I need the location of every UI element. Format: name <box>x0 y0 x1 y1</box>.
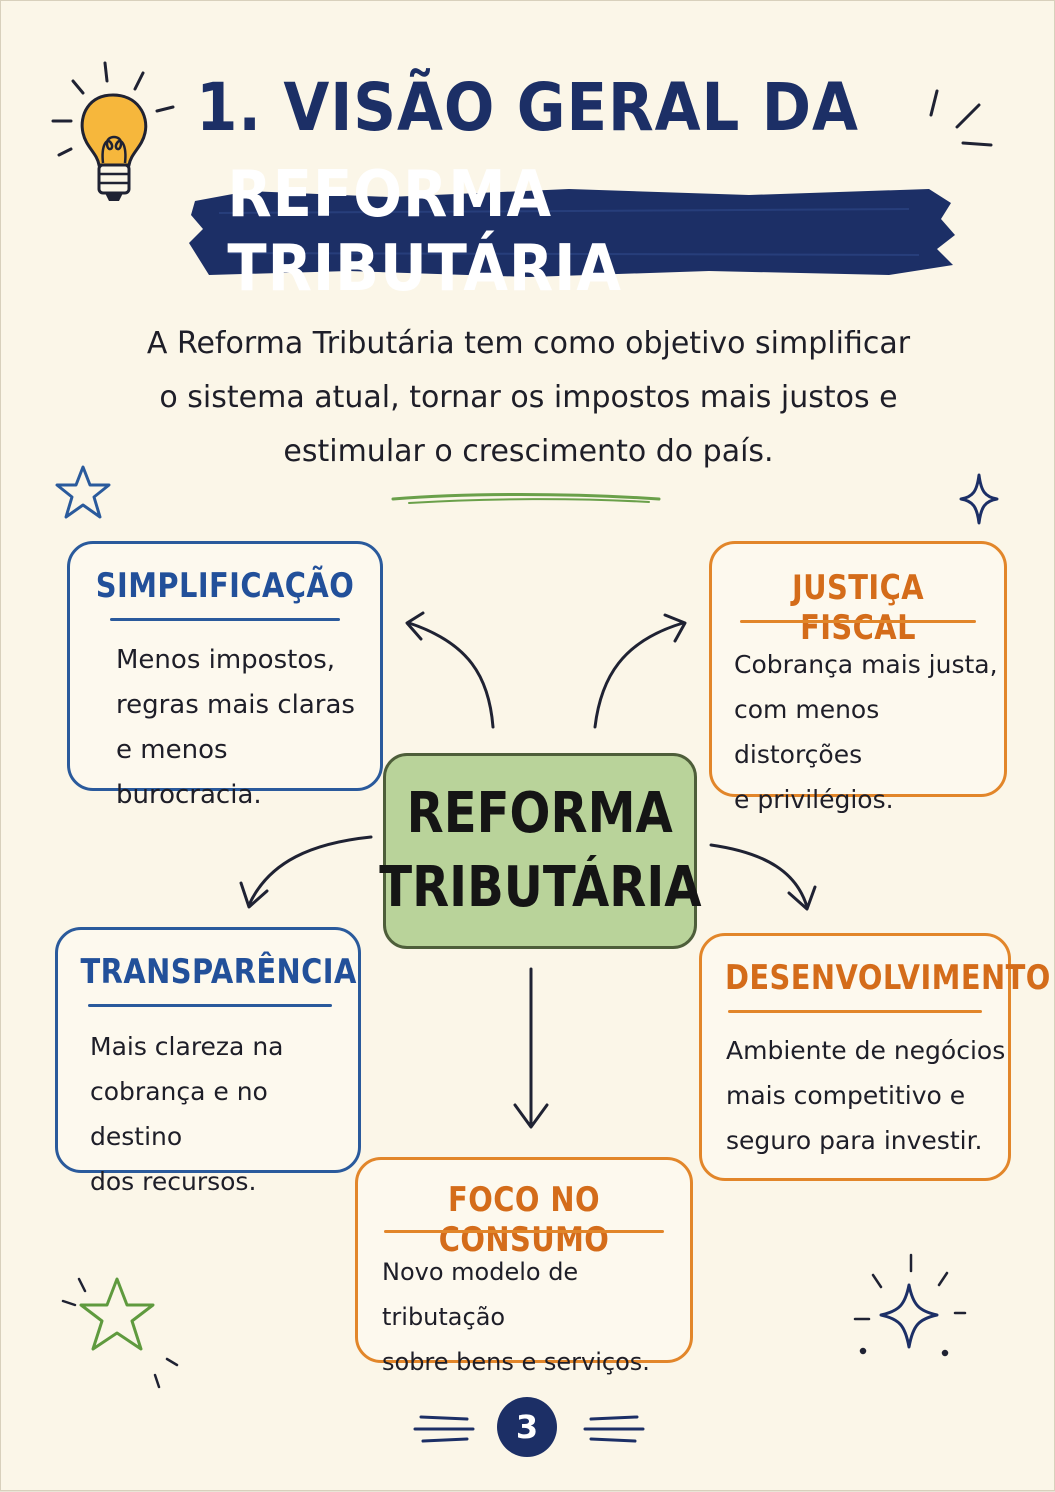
card-divider <box>384 1230 664 1233</box>
card-justica-fiscal: JUSTIÇA FISCAL Cobrança mais justa, com … <box>709 541 1007 814</box>
card-simplificacao: SIMPLIFICAÇÃO Menos impostos, regras mai… <box>67 541 383 810</box>
arrow-icon <box>407 621 495 729</box>
arrow-icon <box>663 613 687 643</box>
card-line: cobrança e no destino <box>90 1077 268 1151</box>
card-divider <box>740 620 976 623</box>
card-line: Ambiente de negócios <box>726 1036 1006 1065</box>
intro-line: estimular o crescimento do país. <box>283 434 774 469</box>
arrow-icon <box>709 843 809 909</box>
card-transparencia: TRANSPARÊNCIA Mais clareza na cobrança e… <box>55 927 361 1196</box>
card-line: Cobrança mais justa, <box>734 650 998 679</box>
page-number-decoration <box>413 1415 645 1443</box>
arrow-icon <box>405 611 425 641</box>
title-banner <box>189 189 955 277</box>
card-title: DESENVOLVIMENTO <box>724 958 1051 998</box>
card-foco-no-consumo: FOCO NO CONSUMO Novo modelo de tributaçã… <box>355 1157 693 1376</box>
spark-lines-icon <box>929 89 993 147</box>
card-title: SIMPLIFICAÇÃO <box>95 566 355 606</box>
arrow-icon <box>247 835 373 907</box>
lightbulb-icon <box>51 61 175 201</box>
card-line: dos recursos. <box>90 1167 257 1196</box>
star-icon <box>61 1277 179 1389</box>
sparkle-icon <box>959 473 999 525</box>
page-title-line1: 1. VISÃO GERAL DA <box>196 69 859 146</box>
card-line: Mais clareza na <box>90 1032 284 1061</box>
divider-squiggle <box>391 493 661 504</box>
card-text: Novo modelo de tributação sobre bens e s… <box>382 1250 690 1385</box>
arrow-icon <box>513 1103 549 1129</box>
card-title: TRANSPARÊNCIA <box>80 952 357 992</box>
card-text: Mais clareza na cobrança e no destino do… <box>90 1024 358 1204</box>
card-line: Novo modelo de tributação <box>382 1258 579 1331</box>
intro-line: A Reforma Tributária tem como objetivo s… <box>146 326 911 361</box>
card-line: seguro para investir. <box>726 1126 983 1155</box>
sparkle-icon <box>853 1253 967 1357</box>
star-icon <box>55 465 111 519</box>
intro-line: o sistema atual, tornar os impostos mais… <box>159 380 898 415</box>
card-line: sobre bens e serviços. <box>382 1348 650 1376</box>
card-line: e privilégios. <box>734 785 894 814</box>
card-line: mais competitivo e <box>726 1081 966 1110</box>
card-line: regras mais claras <box>116 690 355 720</box>
arrow-icon <box>593 621 685 729</box>
card-desenvolvimento: DESENVOLVIMENTO Ambiente de negócios mai… <box>699 933 1051 1181</box>
arrow-icon <box>787 885 817 911</box>
card-text: Ambiente de negócios mais competitivo e … <box>726 1028 1005 1163</box>
central-node-line2: TRIBUTÁRIA <box>378 855 702 920</box>
card-text: Menos impostos, regras mais claras e men… <box>116 638 380 818</box>
central-node-line1: REFORMA <box>406 781 674 846</box>
card-divider <box>88 1004 332 1007</box>
card-text: Cobrança mais justa, com menos distorçõe… <box>734 642 1004 822</box>
card-line: Menos impostos, <box>116 645 336 675</box>
central-node: REFORMA TRIBUTÁRIA <box>379 753 701 949</box>
card-divider <box>110 618 340 621</box>
arrow-icon <box>239 881 269 909</box>
card-title: JUSTIÇA FISCAL <box>791 568 925 648</box>
page-number: 3 <box>497 1397 557 1457</box>
card-title: FOCO NO CONSUMO <box>438 1180 610 1260</box>
card-divider <box>728 1010 982 1013</box>
intro-paragraph: A Reforma Tributária tem como objetivo s… <box>101 317 956 479</box>
card-line: com menos distorções <box>734 695 880 769</box>
card-line: e menos burocracia. <box>116 735 262 810</box>
